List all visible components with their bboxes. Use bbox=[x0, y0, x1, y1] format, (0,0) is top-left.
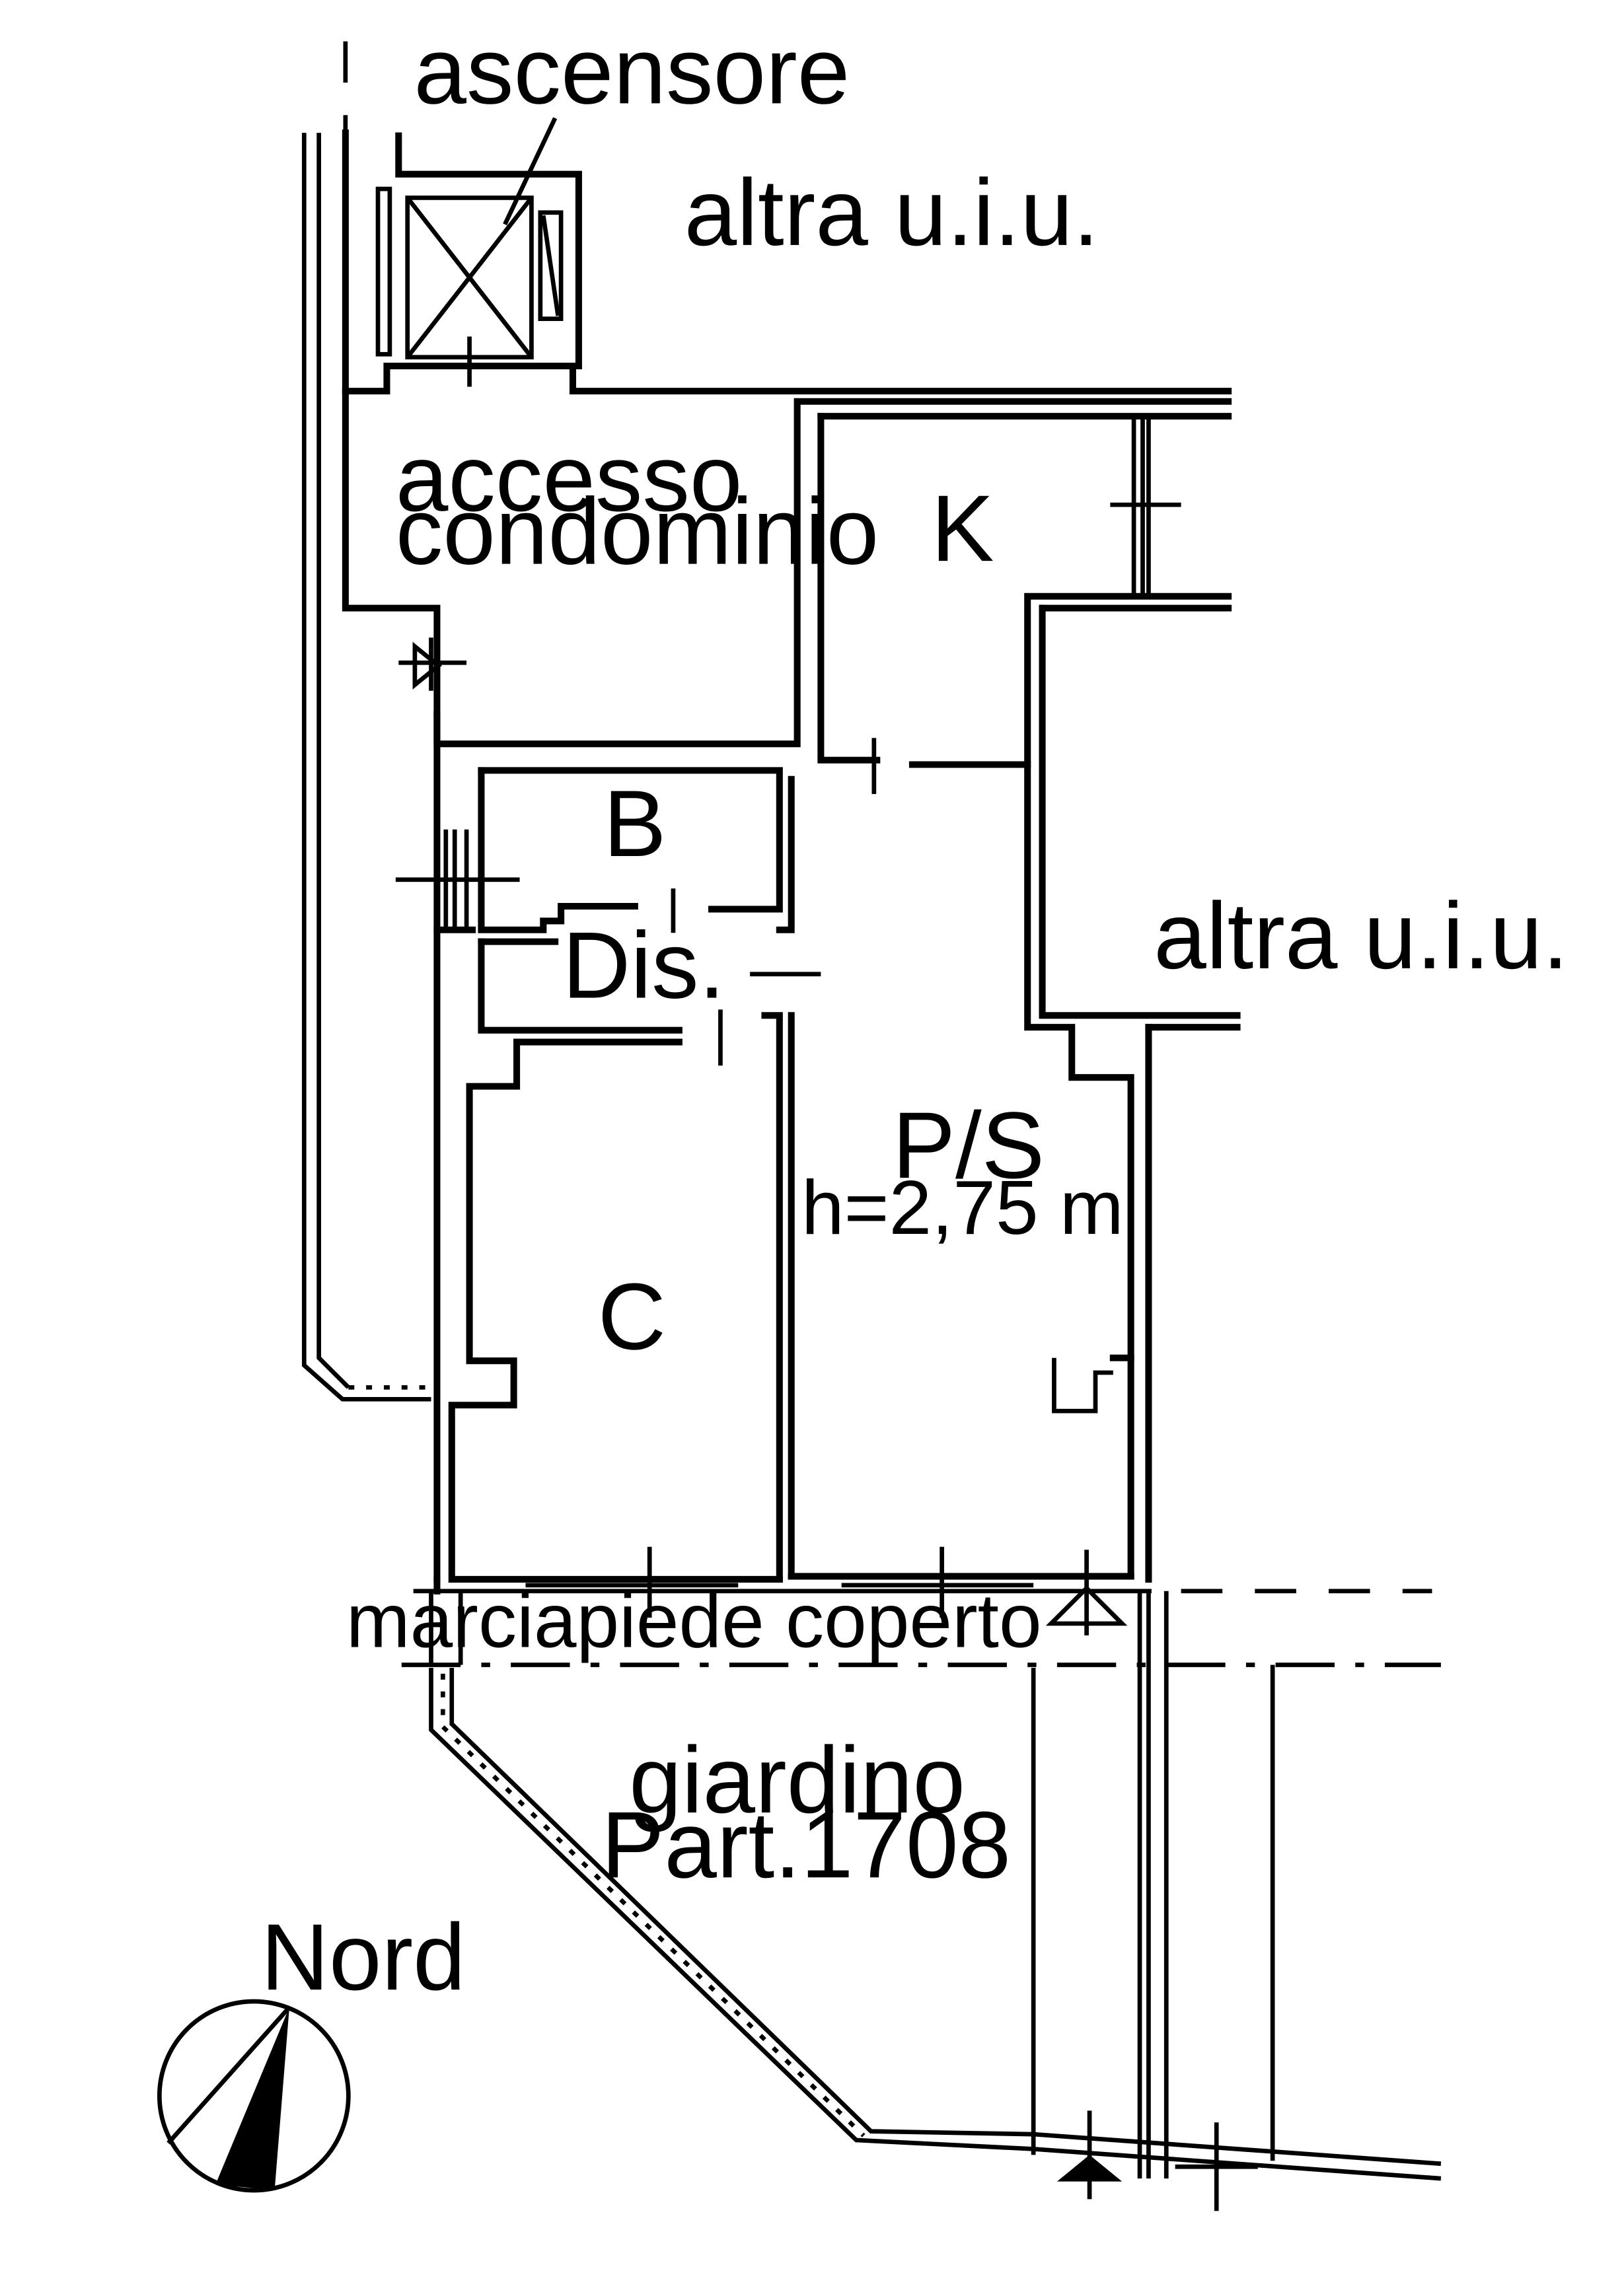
other-unit-top-label: altra u.i.u. bbox=[684, 161, 1099, 266]
garden-label-line1: giardino bbox=[629, 1728, 965, 1833]
bathroom-label: B bbox=[603, 771, 666, 877]
left-boundary bbox=[301, 41, 431, 1402]
sidewalk-label: marciapiede coperto bbox=[346, 1578, 1042, 1664]
living-label: P/S bbox=[893, 1093, 1045, 1198]
hallway-label: Dis. bbox=[562, 914, 725, 1019]
garden bbox=[429, 1591, 1442, 2211]
bedroom-label: C bbox=[598, 1264, 666, 1369]
height-label: h=2,75 m bbox=[801, 1165, 1124, 1250]
kitchen-label: K bbox=[931, 476, 994, 581]
north-arrow-icon bbox=[157, 1999, 351, 2193]
hallway-room bbox=[478, 938, 821, 1583]
bedroom-room bbox=[433, 926, 783, 1583]
kitchen-room bbox=[817, 413, 1232, 795]
garden-label-line2: Part.1708 bbox=[601, 1793, 1011, 1898]
entrance-label-line2: condominio bbox=[396, 480, 879, 585]
sidewalk bbox=[401, 1546, 1441, 1667]
elevator-label: ascensore bbox=[414, 18, 850, 124]
entrance-label-line1: accesso bbox=[396, 426, 743, 531]
other-unit-right-label: altra u.i.u. bbox=[1154, 884, 1569, 989]
north-label: Nord bbox=[261, 1905, 466, 2010]
labels: ascensore altra u.i.u. accesso condomini… bbox=[261, 18, 1569, 2010]
right-wall bbox=[1024, 604, 1241, 1583]
